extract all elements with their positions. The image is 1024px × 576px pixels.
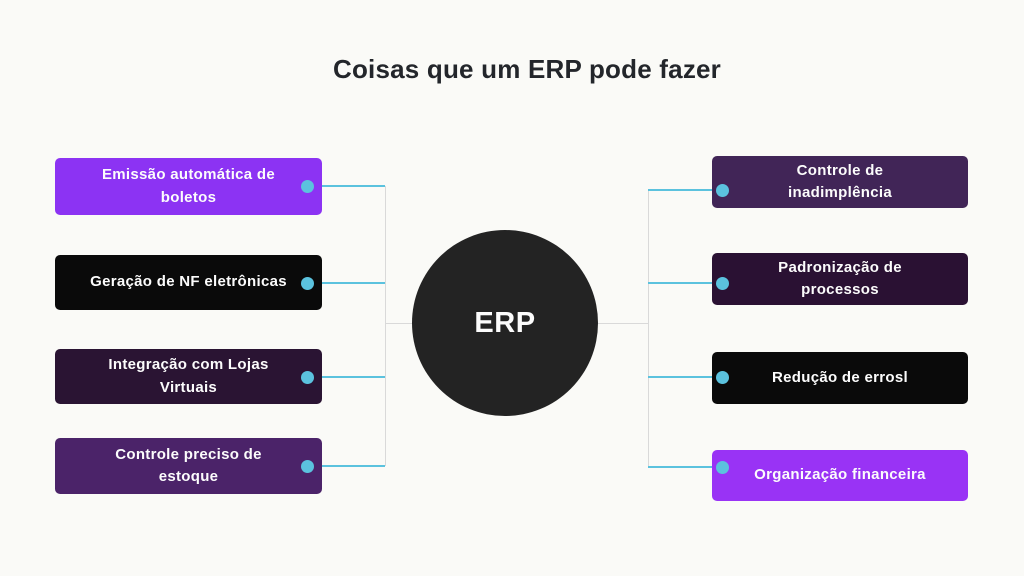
page-title: Coisas que um ERP pode fazer xyxy=(333,54,721,84)
feature-box-label: Emissão automática de boletos xyxy=(101,166,276,206)
connector-line xyxy=(307,465,385,467)
connector-dot xyxy=(300,459,314,473)
connector-line xyxy=(307,185,385,187)
erp-center-label: ERP xyxy=(474,306,536,339)
connector-dot xyxy=(715,460,729,474)
connector-dot xyxy=(715,276,729,290)
feature-box-label: Redução de errosl xyxy=(772,368,908,386)
feature-box-label: Padronização de processos xyxy=(778,258,902,299)
connector-line xyxy=(648,376,722,378)
connector-line xyxy=(307,376,385,378)
feature-box-emissao-automatica-de-boletos: Emissão automática de boletos xyxy=(55,158,322,215)
feature-box-label: Controle preciso de estoque xyxy=(115,445,262,486)
connector-line xyxy=(648,189,722,191)
connector-dot xyxy=(300,370,314,384)
feature-box-controle-de-inadimplencia: Controle de inadimplência xyxy=(712,156,968,208)
left-tree-vertical-line xyxy=(384,186,386,466)
feature-box-label: Organização financeira xyxy=(754,466,926,484)
feature-box-controle-preciso-de-estoque: Controle preciso de estoque xyxy=(55,438,322,494)
connector-dot xyxy=(715,370,729,384)
connector-line xyxy=(648,282,722,284)
feature-box-integracao-com-lojas-virtuais: Integração com Lojas Virtuais xyxy=(55,349,322,404)
feature-box-label: Integração com Lojas Virtuais xyxy=(108,356,269,396)
feature-box-organizacao-financeira: Organização financeira xyxy=(712,450,968,501)
connector-dot xyxy=(715,183,729,197)
feature-box-label: Geração de NF eletrônicas xyxy=(90,273,287,291)
feature-box-geracao-de-nf-eletronicas: Geração de NF eletrônicas xyxy=(55,255,322,310)
feature-box-reducao-de-erros: Redução de errosl xyxy=(712,352,968,404)
connector-line xyxy=(307,282,385,284)
connector-dot xyxy=(300,276,314,290)
feature-box-padronizacao-de-processos: Padronização de processos xyxy=(712,253,968,305)
erp-center-node: ERP xyxy=(412,230,598,416)
connector-line xyxy=(648,466,722,468)
feature-box-label: Controle de inadimplência xyxy=(788,161,892,202)
right-tree-vertical-line xyxy=(647,190,649,467)
connector-dot xyxy=(300,179,314,193)
